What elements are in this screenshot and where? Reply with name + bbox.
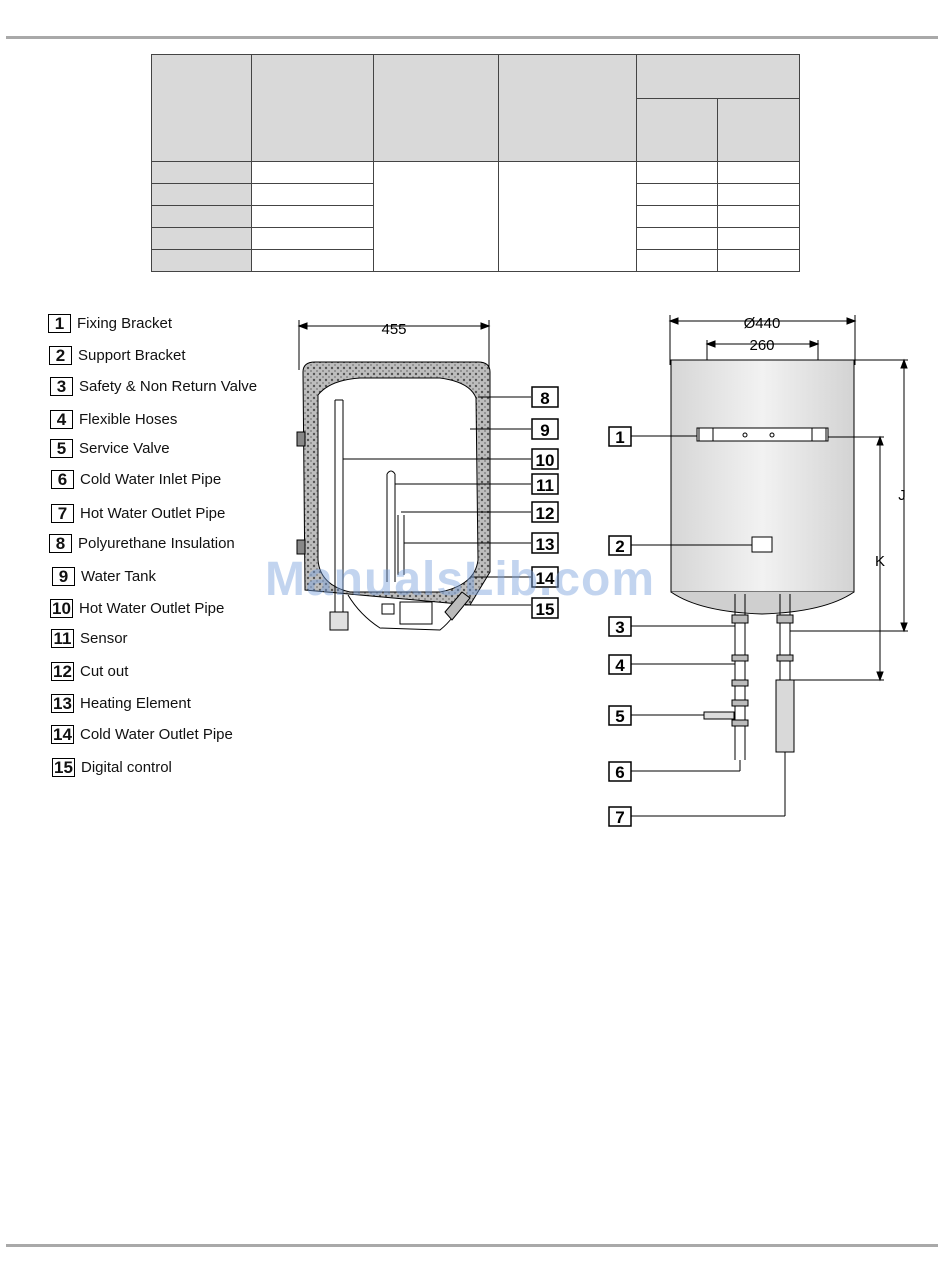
- j-dimension-label: J: [898, 487, 906, 504]
- table-header-cell: [498, 54, 637, 162]
- callout-4: 4: [608, 654, 632, 675]
- callout-6: 6: [608, 761, 632, 782]
- callout-8: 8: [531, 386, 559, 408]
- bracket-width-label: 260: [749, 337, 774, 354]
- callout-13: 13: [531, 532, 559, 554]
- svg-text:6: 6: [615, 763, 624, 782]
- bottom-rule: [6, 1244, 938, 1247]
- table-header-cell: [636, 98, 718, 162]
- svg-text:9: 9: [540, 421, 549, 440]
- svg-text:14: 14: [536, 569, 555, 588]
- svg-text:1: 1: [615, 428, 624, 447]
- svg-text:2: 2: [615, 537, 624, 556]
- table-row: [151, 227, 800, 250]
- table-header-cell: [151, 54, 252, 162]
- callout-14: 14: [531, 566, 559, 588]
- table-header-cell: [373, 54, 499, 162]
- table-header-cell: [251, 54, 374, 162]
- callout-15: 15: [531, 597, 559, 619]
- diameter-label: Ø440: [744, 315, 781, 332]
- table-row: [151, 205, 800, 228]
- svg-text:13: 13: [536, 535, 555, 554]
- svg-text:5: 5: [615, 707, 624, 726]
- callout-3: 3: [608, 616, 632, 637]
- table-row: [151, 249, 800, 272]
- svg-text:8: 8: [540, 389, 549, 408]
- top-rule: [6, 36, 938, 39]
- callout-9: 9: [531, 418, 559, 440]
- callout-2: 2: [608, 535, 632, 556]
- svg-text:7: 7: [615, 808, 624, 827]
- svg-text:4: 4: [615, 656, 625, 675]
- callout-7: 7: [608, 806, 632, 827]
- svg-text:15: 15: [536, 600, 555, 619]
- width-dimension-label: 455: [381, 321, 406, 338]
- svg-text:12: 12: [536, 504, 555, 523]
- svg-text:11: 11: [536, 476, 554, 495]
- callout-5: 5: [608, 705, 632, 726]
- svg-text:3: 3: [615, 618, 624, 637]
- callout-1: 1: [608, 426, 632, 447]
- svg-text:10: 10: [536, 451, 555, 470]
- table-row: [151, 161, 800, 272]
- section-view: [296, 320, 531, 631]
- front-view: [631, 315, 908, 817]
- table-header-cell: [717, 98, 800, 162]
- table-header-cell: [636, 54, 800, 99]
- callout-10: 10: [531, 448, 559, 470]
- callout-12: 12: [531, 501, 559, 523]
- spec-table: [151, 54, 800, 272]
- watermark: ManualsLib.com: [265, 553, 656, 606]
- k-dimension-label: K: [875, 553, 885, 570]
- callout-11: 11: [531, 473, 559, 495]
